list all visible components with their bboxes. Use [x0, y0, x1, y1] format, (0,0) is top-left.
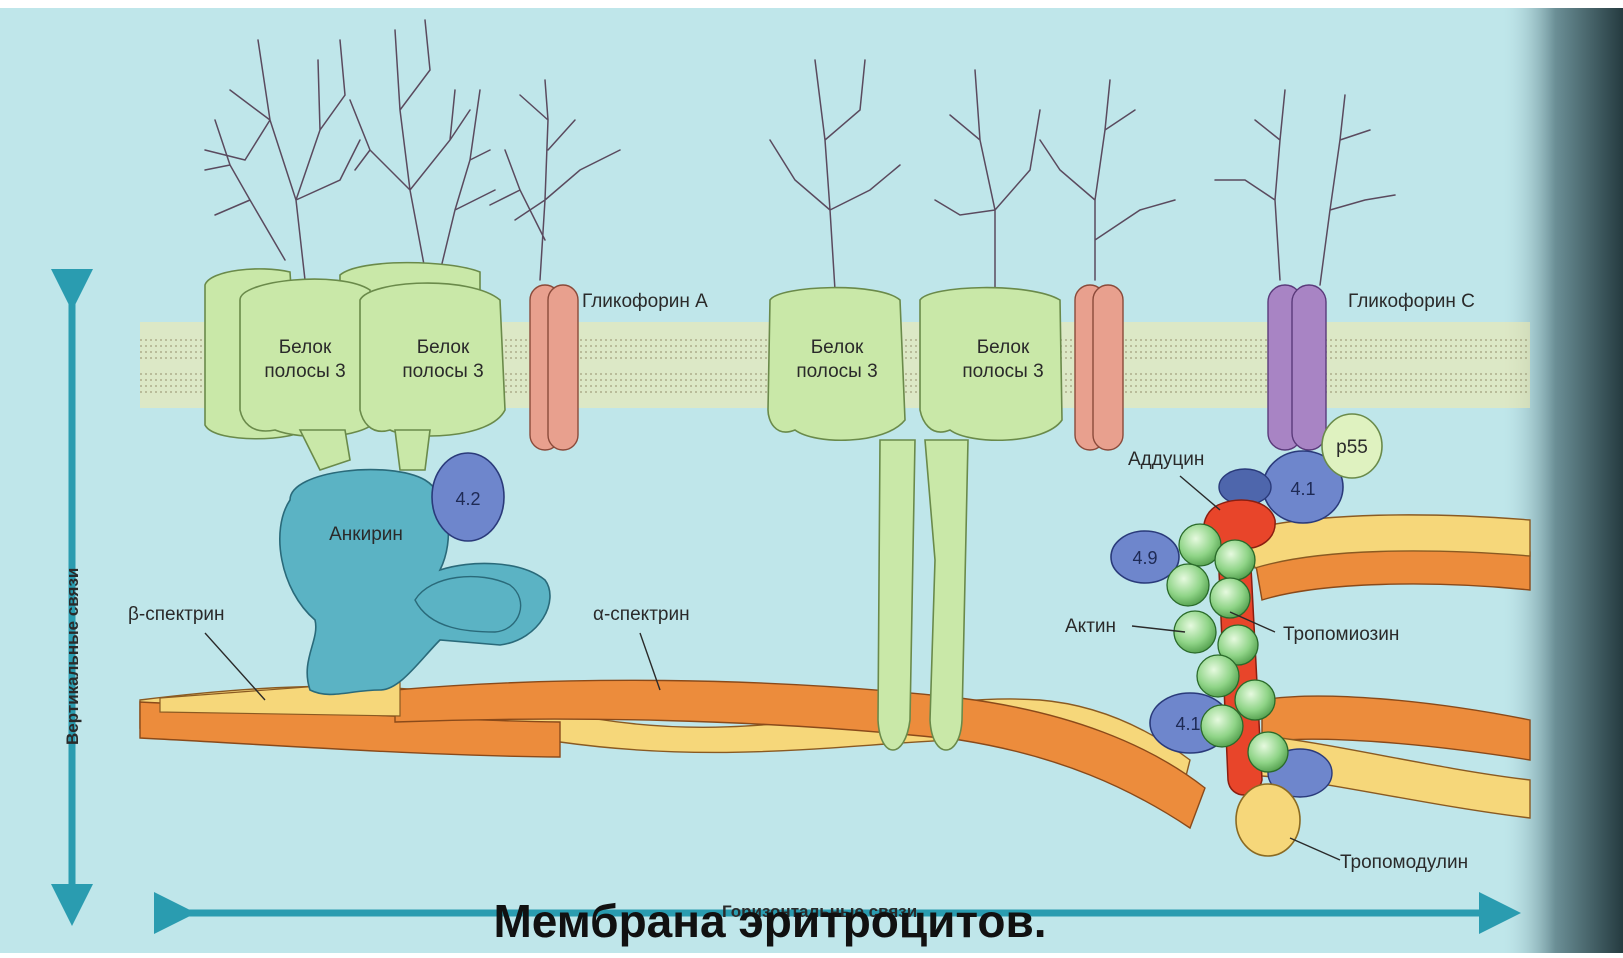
band3-label-2-line2: полосы 3 — [402, 361, 483, 382]
glycophorin-c-label: Гликофорин С — [1348, 291, 1475, 312]
actin-label: Актин — [1065, 616, 1116, 637]
glycophorin-a-label: Гликофорин А — [582, 291, 708, 312]
tropomyosin-label: Тропомиозин — [1283, 624, 1399, 645]
alpha-spectrin-label: α-спектрин — [593, 604, 690, 625]
protein-4-9-label: 4.9 — [1132, 548, 1157, 568]
band3-label-4-line1: Белок — [977, 337, 1030, 358]
glycophorin-a-1 — [530, 285, 578, 450]
adducin-label: Аддуцин — [1128, 449, 1204, 470]
protein-4-2-label: 4.2 — [455, 489, 480, 509]
vertical-axis-label: Вертикальные связи — [63, 568, 82, 745]
band3-label-1-line1: Белок — [279, 337, 332, 358]
glycophorin-c — [1268, 285, 1326, 450]
band3-label-2-line1: Белок — [417, 337, 470, 358]
band3-label-4-line2: полосы 3 — [962, 361, 1043, 382]
p55-label: p55 — [1336, 437, 1368, 458]
tropomodulin-label: Тропомодулин — [1340, 852, 1468, 873]
beta-spectrin-label: β-спектрин — [128, 604, 225, 625]
protein-4-1-bottom-label: 4.1 — [1175, 714, 1200, 734]
protein-4-1-top-label: 4.1 — [1290, 479, 1315, 499]
glycophorin-a-2 — [1075, 285, 1123, 450]
top-border-band — [0, 0, 1623, 8]
band3-label-1-line2: полосы 3 — [264, 361, 345, 382]
ankyrin-label: Анкирин — [329, 524, 403, 545]
band3-label-3-line2: полосы 3 — [796, 361, 877, 382]
band3-label-3-line1: Белок — [811, 337, 864, 358]
tropomodulin — [1236, 784, 1300, 856]
page-caption: Мембрана эритроцитов. — [0, 898, 1540, 944]
